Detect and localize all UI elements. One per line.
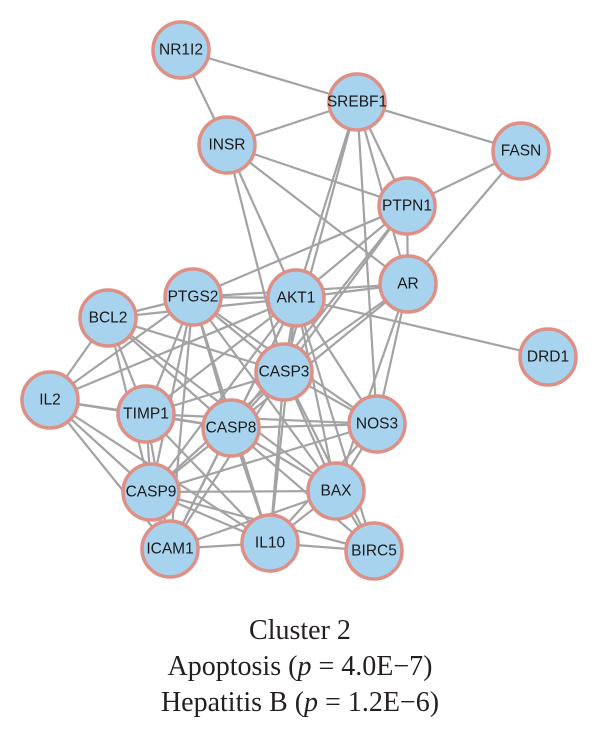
hepatitis-p-symbol: p bbox=[304, 687, 319, 718]
node-label-insr: INSR bbox=[208, 137, 245, 154]
node-circle-ptgs2[interactable] bbox=[163, 267, 223, 327]
edge-nos3-casp9 bbox=[149, 422, 379, 494]
node-label-il10: IL10 bbox=[255, 535, 286, 552]
node-label-birc5: BIRC5 bbox=[351, 543, 397, 560]
node-label-akt1: AKT1 bbox=[277, 290, 316, 307]
edge-ar-casp8 bbox=[229, 282, 410, 430]
node-birc5[interactable]: BIRC5 bbox=[344, 521, 404, 581]
apoptosis-value: = 4.0E−7) bbox=[311, 651, 433, 682]
node-label-icam1: ICAM1 bbox=[146, 541, 193, 558]
hepatitis-line: Hepatitis B (p = 1.2E−6) bbox=[0, 689, 600, 717]
node-label-il2: IL2 bbox=[39, 392, 61, 409]
node-drd1[interactable]: DRD1 bbox=[518, 327, 578, 387]
node-insr[interactable]: INSR bbox=[197, 115, 257, 175]
edge-casp8-birc5 bbox=[229, 426, 376, 553]
node-bax[interactable]: BAX bbox=[306, 461, 366, 521]
apoptosis-prefix: Apoptosis ( bbox=[167, 651, 298, 682]
node-casp9[interactable]: CASP9 bbox=[121, 462, 181, 522]
hepatitis-value: = 1.2E−6) bbox=[318, 687, 440, 718]
edge-insr-casp3 bbox=[225, 143, 286, 374]
node-nr1i2[interactable]: NR1I2 bbox=[151, 20, 211, 80]
node-circle-il10[interactable] bbox=[240, 513, 300, 573]
edge-akt1-bax bbox=[294, 296, 338, 493]
node-il2[interactable]: IL2 bbox=[20, 370, 80, 430]
node-circle-casp8[interactable] bbox=[201, 398, 261, 458]
node-label-timp1: TIMP1 bbox=[123, 406, 169, 423]
node-bcl2[interactable]: BCL2 bbox=[78, 288, 138, 348]
node-label-casp9: CASP9 bbox=[126, 484, 177, 501]
edge-srebf1-nos3 bbox=[355, 100, 379, 426]
node-akt1[interactable]: AKT1 bbox=[266, 268, 326, 328]
node-circle-ptpn1[interactable] bbox=[377, 176, 437, 236]
node-label-drd1: DRD1 bbox=[527, 349, 569, 366]
node-circle-srebf1[interactable] bbox=[327, 72, 387, 132]
node-label-bcl2: BCL2 bbox=[89, 310, 128, 327]
edge-ptpn1-ptgs2 bbox=[191, 204, 409, 299]
edge-nr1i2-srebf1 bbox=[179, 48, 359, 104]
edge-akt1-drd1 bbox=[294, 296, 550, 359]
node-casp3[interactable]: CASP3 bbox=[254, 342, 314, 402]
node-circle-casp3[interactable] bbox=[254, 342, 314, 402]
node-label-ar: AR bbox=[397, 276, 419, 293]
cluster-title: Cluster 2 bbox=[249, 615, 351, 646]
node-label-casp8: CASP8 bbox=[206, 420, 257, 437]
node-srebf1[interactable]: SREBF1 bbox=[327, 72, 387, 132]
edge-ptgs2-casp9 bbox=[149, 295, 195, 494]
edge-casp3-birc5 bbox=[282, 370, 376, 553]
node-label-fasn: FASN bbox=[501, 143, 541, 160]
node-circle-insr[interactable] bbox=[197, 115, 257, 175]
node-label-ptpn1: PTPN1 bbox=[382, 198, 432, 215]
edge-casp9-bax bbox=[149, 489, 338, 494]
node-circle-birc5[interactable] bbox=[344, 521, 404, 581]
node-circle-icam1[interactable] bbox=[140, 519, 200, 579]
edge-ptpn1-casp8 bbox=[229, 204, 409, 430]
node-ar[interactable]: AR bbox=[378, 254, 438, 314]
edge-casp3-icam1 bbox=[168, 370, 286, 551]
node-label-bax: BAX bbox=[320, 483, 352, 500]
node-nos3[interactable]: NOS3 bbox=[347, 394, 407, 454]
node-circle-nr1i2[interactable] bbox=[151, 20, 211, 80]
edge-insr-ptpn1 bbox=[225, 143, 409, 208]
node-il10[interactable]: IL10 bbox=[240, 513, 300, 573]
node-circle-timp1[interactable] bbox=[116, 384, 176, 444]
node-label-nr1i2: NR1I2 bbox=[159, 42, 203, 59]
node-circle-akt1[interactable] bbox=[266, 268, 326, 328]
node-label-casp3: CASP3 bbox=[259, 364, 310, 381]
edge-insr-ar bbox=[225, 143, 410, 286]
node-circle-il2[interactable] bbox=[20, 370, 80, 430]
node-fasn[interactable]: FASN bbox=[491, 121, 551, 181]
node-timp1[interactable]: TIMP1 bbox=[116, 384, 176, 444]
node-label-ptgs2: PTGS2 bbox=[168, 289, 219, 306]
node-label-srebf1: SREBF1 bbox=[327, 94, 387, 111]
node-circle-drd1[interactable] bbox=[518, 327, 578, 387]
hepatitis-prefix: Hepatitis B ( bbox=[160, 687, 305, 718]
apoptosis-p-symbol: p bbox=[297, 651, 312, 682]
edge-il2-icam1 bbox=[48, 398, 172, 551]
node-icam1[interactable]: ICAM1 bbox=[140, 519, 200, 579]
node-ptpn1[interactable]: PTPN1 bbox=[377, 176, 437, 236]
node-label-nos3: NOS3 bbox=[356, 416, 398, 433]
node-circle-fasn[interactable] bbox=[491, 121, 551, 181]
node-circle-nos3[interactable] bbox=[347, 394, 407, 454]
node-casp8[interactable]: CASP8 bbox=[201, 398, 261, 458]
node-circle-ar[interactable] bbox=[378, 254, 438, 314]
apoptosis-line: Apoptosis (p = 4.0E−7) bbox=[0, 653, 600, 681]
edge-bcl2-casp3 bbox=[106, 316, 286, 374]
edge-srebf1-akt1 bbox=[294, 100, 359, 300]
node-ptgs2[interactable]: PTGS2 bbox=[163, 267, 223, 327]
node-circle-bax[interactable] bbox=[306, 461, 366, 521]
node-circle-bcl2[interactable] bbox=[78, 288, 138, 348]
edge-timp1-nos3 bbox=[144, 412, 379, 426]
node-circle-casp9[interactable] bbox=[121, 462, 181, 522]
